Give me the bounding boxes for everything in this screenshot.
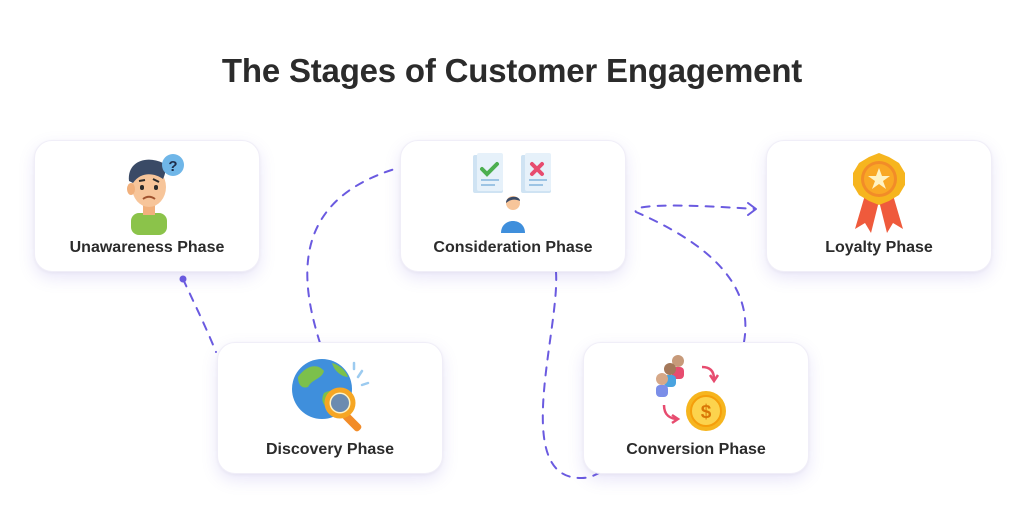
card-unawareness-phase: ? Unawareness Phase [34, 140, 260, 272]
documents-person-icon [465, 151, 561, 240]
phase-label: Unawareness Phase [69, 239, 225, 256]
connector-discovery-consider [306, 167, 399, 344]
globe-magnifier-icon [288, 353, 372, 442]
connector-conversion-loyalty [634, 204, 756, 343]
phase-label: Discovery Phase [265, 441, 395, 458]
card-discovery-phase: Discovery Phase [217, 342, 443, 474]
medal-icon [847, 151, 911, 240]
phase-label: Conversion Phase [626, 441, 766, 458]
svg-text:?: ? [168, 158, 177, 175]
connector-arrowhead [747, 202, 757, 216]
card-consideration-phase: Consideration Phase [400, 140, 626, 272]
card-conversion-phase: $ Conversion Phase [583, 342, 809, 474]
phase-label: Consideration Phase [433, 239, 593, 256]
people-coin-icon: $ [650, 353, 742, 442]
connector-consider-conversion [541, 271, 605, 480]
confused-person-icon: ? [107, 151, 187, 240]
connector-unaware-discovery [182, 278, 217, 353]
connector-start-dot [179, 275, 187, 283]
page-title: The Stages of Customer Engagement [221, 52, 803, 89]
svg-text:$: $ [701, 402, 712, 423]
card-loyalty-phase: Loyalty Phase [766, 140, 992, 272]
phase-label: Loyalty Phase [825, 239, 933, 256]
